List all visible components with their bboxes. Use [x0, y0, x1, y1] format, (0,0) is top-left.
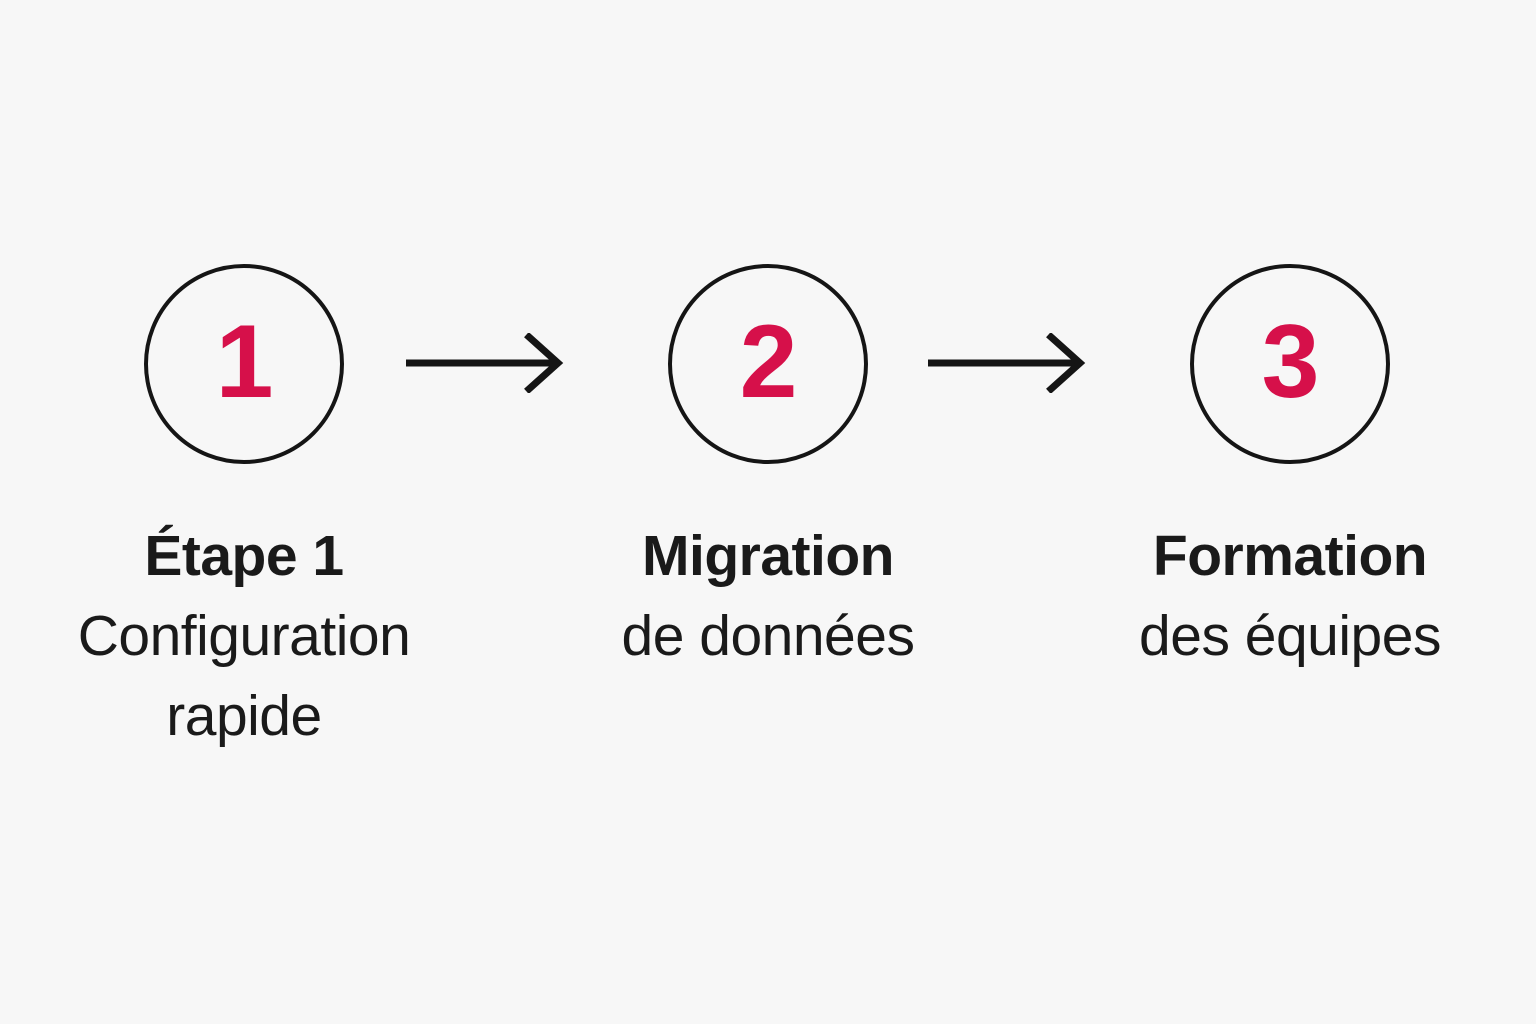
step-item-2[interactable]: 2 Migration de données	[548, 264, 988, 676]
step-number-circle-3[interactable]: 3	[1190, 264, 1390, 464]
step-subtitle-line-1b: rapide	[166, 684, 322, 748]
arrow-right-icon-2	[928, 333, 1086, 393]
step-item-3[interactable]: 3 Formation des équipes	[1070, 264, 1510, 676]
step-labels-2: Migration de données	[548, 516, 988, 676]
step-number-2: 2	[739, 304, 798, 420]
step-title-3: Formation	[1152, 524, 1428, 588]
step-number-circle-1[interactable]: 1	[144, 264, 344, 464]
step-subtitle-line-3a: des équipes	[1139, 604, 1441, 668]
step-labels-3: Formation des équipes	[1070, 516, 1510, 676]
step-number-circle-2[interactable]: 2	[668, 264, 868, 464]
step-number-1: 1	[215, 304, 274, 420]
step-title-2: Migration	[642, 524, 894, 588]
step-title-1: Étape 1	[144, 524, 344, 588]
step-subtitle-line-2a: de données	[621, 604, 915, 668]
arrow-right-icon-1	[406, 333, 564, 393]
step-labels-1: Étape 1 Configuration rapide	[24, 516, 464, 756]
step-number-3: 3	[1261, 304, 1320, 420]
step-subtitle-line-1a: Configuration	[77, 604, 411, 668]
step-item-1[interactable]: 1 Étape 1 Configuration rapide	[24, 264, 464, 756]
